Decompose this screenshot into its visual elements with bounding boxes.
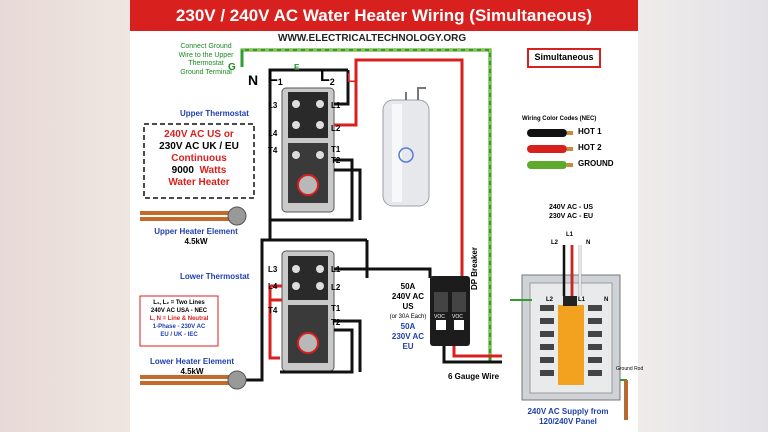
dp-breaker-label: DP Breaker xyxy=(470,247,479,290)
mode-badge: Simultaneous xyxy=(534,52,594,62)
spec-box-border xyxy=(143,123,255,199)
ground-letter: G xyxy=(228,62,236,73)
lower-term-t1: T1 xyxy=(331,304,341,313)
lower-term-t4: T4 xyxy=(268,306,278,315)
breaker-us-spec: 50A 240V AC US (or 30A Each) xyxy=(389,282,427,320)
color-code-samples xyxy=(527,129,573,169)
lower-element-power: 4.5kW xyxy=(180,367,204,376)
supply-n: N xyxy=(586,240,591,246)
supply-voltage: 240V AC - US 230V AC - EU xyxy=(548,204,594,220)
supply-panel xyxy=(510,245,621,401)
legend-box-border xyxy=(139,295,219,347)
gauge-wire-label: 6 Gauge Wire xyxy=(448,372,500,381)
upper-term-l3: L3 xyxy=(268,101,278,110)
lower-term-l1: L1 xyxy=(331,265,341,274)
lower-term-l3: L3 xyxy=(268,265,278,274)
lower-heater-element xyxy=(140,370,247,390)
upper-term-l2: L2 xyxy=(331,124,341,133)
supply-l2: L2 xyxy=(551,240,559,246)
left-backdrop xyxy=(0,0,130,432)
upper-term-t1: T1 xyxy=(331,145,341,154)
hot-wires xyxy=(240,58,502,382)
dp-breaker xyxy=(430,276,470,346)
lower-thermostat-label: Lower Thermostat xyxy=(180,272,250,281)
breaker-eu-spec: 50A 230V AC EU xyxy=(391,322,425,351)
upper-term-l1: L1 xyxy=(331,101,341,110)
line-letter: L xyxy=(347,70,355,85)
legend-box: L₁, L₂ = Two Lines 240V AC USA - NEC L, … xyxy=(149,300,209,338)
upper-element-power: 4.5kW xyxy=(184,237,208,246)
upper-thermostat-body xyxy=(281,87,335,213)
ground-rod-label: Ground Rod xyxy=(616,366,644,372)
upper-heater-element xyxy=(140,206,247,226)
spec-box: 240V AC US or 230V AC UK / EU Continuous… xyxy=(159,129,239,188)
hot1-label: HOT 1 xyxy=(578,127,602,136)
l1-letter: L1 xyxy=(268,68,283,88)
upper-thermostat-label: Upper Thermostat xyxy=(180,109,249,118)
page-title: 230V / 240V AC Water Heater Wiring (Simu… xyxy=(130,0,638,31)
lower-term-l2: L2 xyxy=(331,283,341,292)
ground-rod-icon xyxy=(620,379,628,420)
wiring-diagram xyxy=(139,48,628,420)
lower-thermostat-body xyxy=(281,250,335,372)
diagram-panel: 230V / 240V AC Water Heater Wiring (Simu… xyxy=(130,0,643,432)
upper-term-t2: T2 xyxy=(331,156,341,165)
lower-element-label: Lower Heater Element xyxy=(149,357,235,366)
right-backdrop xyxy=(638,0,768,432)
breaker-switch-label-2: VOC xyxy=(452,314,463,320)
breaker-switch-label-1: VOC xyxy=(434,314,445,320)
website-label: WWW.ELECTRICALTECHNOLOGY.ORG xyxy=(278,33,467,44)
earth-letter: E xyxy=(294,63,300,72)
upper-term-t4: T4 xyxy=(268,146,278,155)
lower-term-t2: T2 xyxy=(331,318,341,327)
panel-l1: L1 xyxy=(578,297,586,303)
color-codes-title: Wiring Color Codes (NEC) xyxy=(522,116,597,122)
l2-letter: L2 xyxy=(320,68,335,88)
ground-label: GROUND xyxy=(578,159,614,168)
supply-caption: 240V AC Supply from 120/240V Panel xyxy=(527,407,609,426)
lower-term-l4: L4 xyxy=(268,282,278,291)
supply-l1: L1 xyxy=(566,232,574,238)
upper-element-label: Upper Heater Element xyxy=(154,227,238,236)
upper-term-l4: L4 xyxy=(268,129,278,138)
hot2-label: HOT 2 xyxy=(578,143,602,152)
water-heater-tank-icon xyxy=(382,87,430,207)
panel-l2: L2 xyxy=(546,297,554,303)
panel-n: N xyxy=(604,297,609,303)
neutral-letter: N xyxy=(248,72,259,88)
mode-badge-border xyxy=(527,48,601,68)
